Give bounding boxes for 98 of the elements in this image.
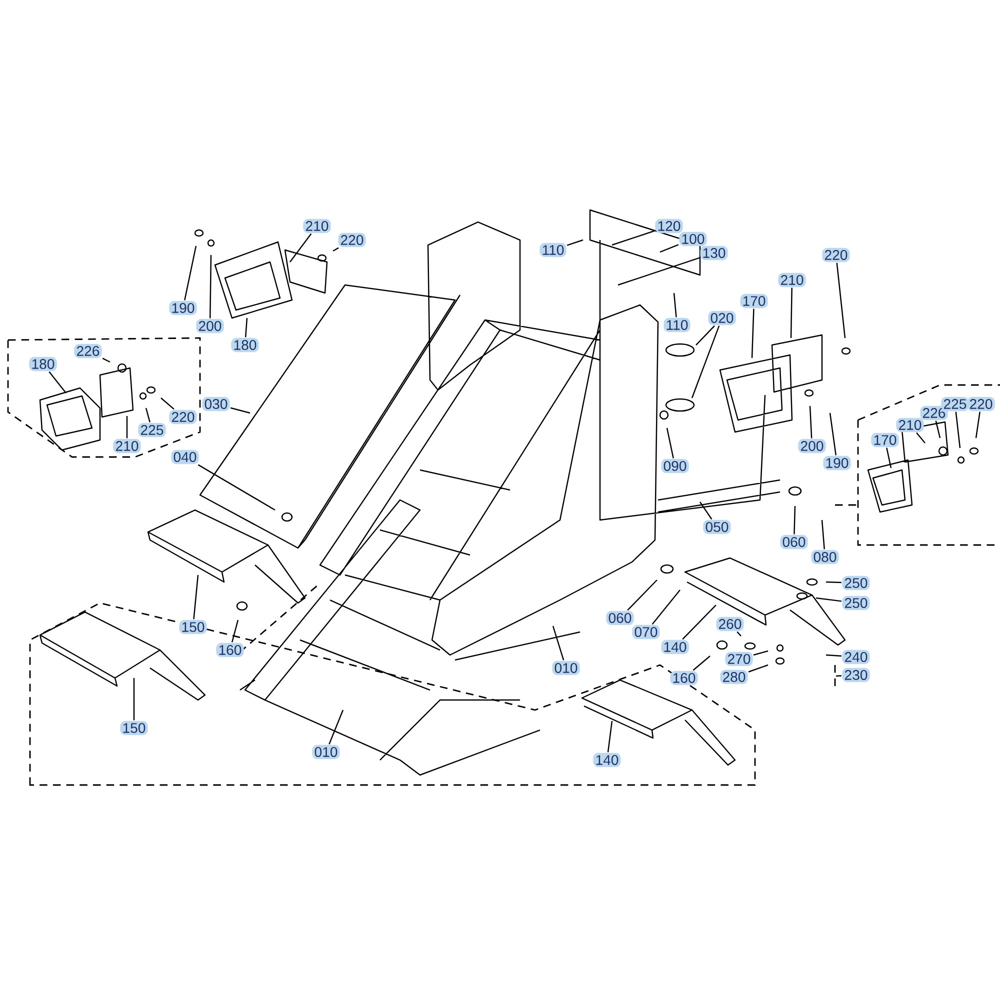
callout-number: 160 <box>670 670 698 686</box>
leader-line <box>230 407 250 414</box>
callout-number: 010 <box>312 744 340 760</box>
callout-number: 140 <box>661 640 689 654</box>
callout-number: 150 <box>179 620 207 634</box>
callout-number: 140 <box>593 752 621 768</box>
leader-line <box>231 620 239 642</box>
callout-number: 210 <box>303 218 331 234</box>
leader-line <box>809 406 812 438</box>
callout-number: 080 <box>811 550 839 564</box>
callout-number: 225 <box>941 396 969 412</box>
callout-number: 170 <box>871 432 899 448</box>
leader-line <box>836 675 842 677</box>
callout-number: 220 <box>338 232 366 248</box>
callout-number: 180 <box>231 338 259 352</box>
leader-line <box>566 239 584 246</box>
leader-line <box>816 597 842 602</box>
callout-number: 120 <box>655 218 683 234</box>
leader-line <box>790 288 792 338</box>
leader-line <box>821 520 825 550</box>
leader-line <box>836 262 846 338</box>
callout-number: 220 <box>822 248 850 262</box>
leader-line <box>696 325 715 346</box>
leader-line <box>826 581 842 584</box>
leader-line <box>627 580 658 611</box>
callout-number: 190 <box>823 456 851 470</box>
leader-line <box>126 416 128 438</box>
callout-number: 250 <box>842 596 870 610</box>
callout-number: 050 <box>703 520 731 534</box>
callout-number: 240 <box>842 650 870 664</box>
callout-number: 200 <box>196 318 224 334</box>
callout-number: 270 <box>725 652 753 666</box>
leader-line <box>975 412 980 438</box>
callout-number: 190 <box>169 300 197 316</box>
callout-number: 060 <box>780 534 808 550</box>
leader-line <box>184 246 197 300</box>
leader-line <box>826 654 842 657</box>
leader-line <box>829 412 837 456</box>
leader-line <box>210 255 212 318</box>
callout-number: 170 <box>740 294 768 308</box>
callout-number: 060 <box>606 610 634 626</box>
callout-number: 210 <box>778 272 806 288</box>
callout-number: 010 <box>552 660 580 676</box>
leader-line <box>332 247 339 252</box>
leader-line <box>691 326 720 398</box>
leader-line <box>673 292 677 318</box>
leader-line <box>748 664 768 672</box>
leader-line <box>682 604 716 640</box>
leader-line <box>886 448 892 468</box>
leader-line <box>290 233 312 262</box>
leader-line <box>751 308 754 358</box>
leader-line <box>244 318 248 338</box>
leader-line <box>328 710 344 744</box>
leader-line <box>607 720 613 752</box>
callout-number: 100 <box>679 232 707 246</box>
leader-line <box>145 408 150 422</box>
leader-line <box>794 506 796 534</box>
callout-number: 040 <box>171 450 199 464</box>
callout-number: 110 <box>664 318 690 332</box>
leader-line <box>692 656 710 671</box>
leader-line <box>753 650 768 656</box>
leader-line <box>916 432 926 444</box>
leader-line <box>133 678 135 720</box>
leader-line <box>193 574 199 620</box>
leader-line <box>160 398 174 410</box>
callout-number: 070 <box>632 624 660 640</box>
leader-line <box>652 590 680 625</box>
callout-number: 030 <box>202 396 230 412</box>
callout-number: 260 <box>716 616 744 632</box>
leader-line <box>700 502 712 520</box>
leader-line <box>552 626 564 660</box>
leader-line <box>612 230 655 246</box>
leader-line <box>198 464 276 511</box>
leader-line <box>955 412 961 448</box>
callout-number: 230 <box>842 668 870 682</box>
leader-line <box>666 428 674 458</box>
callout-number: 210 <box>113 438 141 454</box>
callout-number: 200 <box>798 438 826 454</box>
callout-number: 226 <box>74 344 102 358</box>
callout-number: 220 <box>169 410 197 424</box>
leader-line <box>48 371 66 394</box>
callout-number: 225 <box>138 422 166 438</box>
callout-number: 090 <box>661 458 689 474</box>
callout-number: 280 <box>720 670 748 684</box>
leader-line <box>736 631 742 636</box>
leader-line <box>935 420 941 438</box>
leader-line <box>102 358 110 363</box>
callout-number: 150 <box>120 720 148 736</box>
callout-number: 020 <box>708 310 736 326</box>
callout-number: 130 <box>700 246 728 260</box>
callout-number: 220 <box>967 396 995 412</box>
callout-number: 180 <box>29 356 57 372</box>
callout-number: 210 <box>896 418 924 432</box>
callout-number: 160 <box>216 642 244 658</box>
leader-line <box>660 244 679 253</box>
callout-number: 110 <box>540 242 566 258</box>
leader-line <box>618 257 700 286</box>
callout-number: 250 <box>842 576 870 590</box>
